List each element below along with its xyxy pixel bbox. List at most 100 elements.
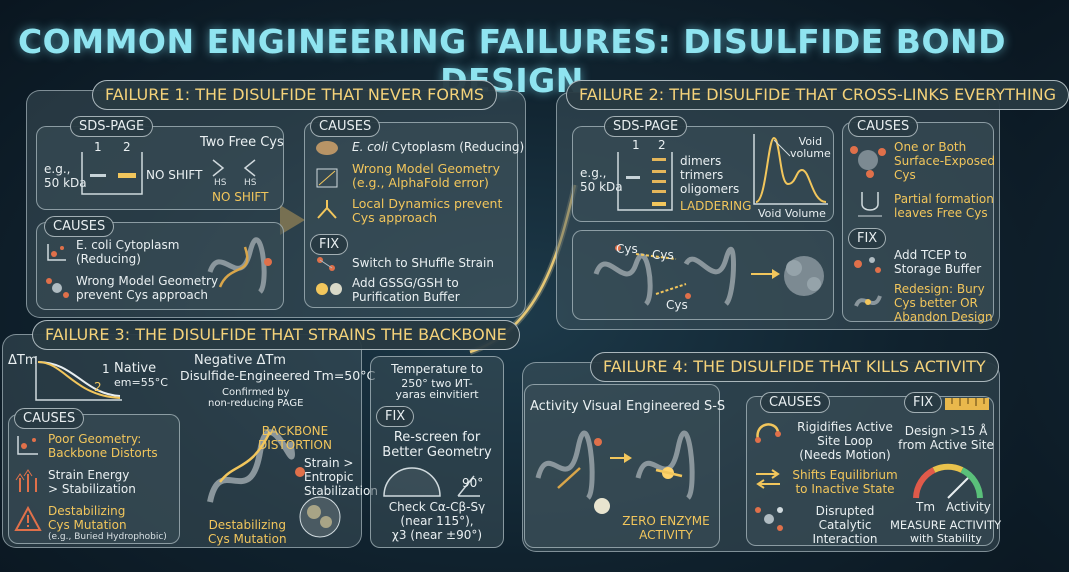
f4-measure: MEASURE ACTIVITY — [890, 518, 1002, 532]
f3-check: Check Cα-Cβ-Sγ (near 115°), χ3 (near ±90… — [388, 500, 486, 542]
f1-fix-tag: FIX — [310, 234, 349, 255]
warning-icon — [14, 505, 42, 531]
f2-cys-1: Cys — [616, 242, 638, 256]
f3-negative: Negative ΔTm — [194, 353, 286, 368]
f3-confirmed: Confirmed by non-reducing PAGE — [208, 387, 304, 409]
f4-measure-sub: with Stability — [910, 532, 982, 545]
page-title: COMMON ENGINEERING FAILURES: DISULFIDE B… — [17, 22, 1007, 100]
f4-fix: Design >15 Å from Active Site — [898, 424, 994, 452]
f1-hs-2: HS — [244, 178, 257, 188]
equilibrium-icon — [756, 469, 780, 489]
f3-destab: Destabilizing Cys Mutation — [208, 518, 287, 546]
f1-two-free-cys: Two Free Cys — [200, 135, 284, 150]
f1-inner-cause-1: E. coli Cytoplasm (Reducing) — [76, 238, 180, 266]
f3-cause-2: Strain Energy > Stabilization — [48, 468, 136, 496]
dynamics-icon — [317, 200, 337, 219]
f1-hs-1: HS — [214, 178, 227, 188]
f1-inner-cause-2: Wrong Model Geometry prevent Cys approac… — [76, 274, 219, 302]
failure-4-title: FAILURE 4: THE DISULFIDE THAT KILLS ACTI… — [590, 352, 999, 382]
f1-fix-2: Add GSSG/GSH to Purification Buffer — [352, 276, 460, 304]
gauge-icon — [913, 463, 983, 499]
f1-cause-3: Local Dynamics prevent Cys approach — [352, 196, 503, 225]
f1-lane-2: 2 — [123, 140, 131, 154]
failure-3-title: FAILURE 3: THE DISULFIDE THAT STRAINS TH… — [32, 320, 520, 350]
crosslinked-proteins-icon — [593, 245, 824, 306]
f3-cause-note: (e.g., Buried Hydrophobic) — [48, 532, 167, 542]
cell-icon — [316, 141, 338, 155]
strained-protein-icon — [207, 429, 341, 538]
f2-void-top: Void volume — [790, 135, 831, 160]
failure-2-title: FAILURE 2: THE DISULFIDE THAT CROSS-LINK… — [566, 80, 1069, 110]
f2-void-bottom: Void Volume — [758, 207, 826, 220]
f1-causes-tag: CAUSES — [310, 116, 381, 137]
f3-cause-1: Poor Geometry: Backbone Distorts — [48, 432, 158, 460]
f3-engineered: Disulfide-Engineered Tm=50°C — [180, 368, 376, 383]
molecule-icon — [46, 278, 69, 298]
f2-marker: e.g., 50 kDa — [580, 166, 623, 194]
f3-fix-card — [370, 356, 504, 548]
catalytic-icon — [755, 507, 783, 531]
poor-geometry-icon — [17, 436, 38, 455]
f2-band-dimers: dimers — [680, 154, 722, 168]
f1-no-shift-2: NO SHIFT — [212, 190, 269, 204]
f2-sds-label: SDS-PAGE — [604, 116, 688, 137]
f2-cys-3: Cys — [666, 298, 688, 312]
f4-causes-tag: CAUSES — [760, 392, 831, 413]
cytoplasm-icon — [47, 244, 66, 261]
f4-activity-visual: Activity Visual — [530, 399, 622, 414]
f4-gauge-act: Activity — [946, 500, 991, 514]
geometry-icon — [316, 168, 338, 188]
f4-causes-fix-card — [746, 396, 994, 546]
f3-causes-tag: CAUSES — [14, 408, 85, 429]
f3-strain: Strain > Entropic Stabilization — [304, 456, 378, 498]
f2-cys-2: Cys — [652, 248, 674, 262]
f2-band-oligomers: oligomers — [680, 182, 740, 196]
f2-causes-tag: CAUSES — [848, 116, 919, 137]
f2-cause-1: One or Both Surface-Exposed Cys — [894, 140, 995, 182]
f3-distortion: BACKBONE DISTORTION — [258, 424, 332, 452]
shuffle-strain-icon — [317, 257, 335, 271]
f3-fix-tag: FIX — [376, 406, 415, 427]
buffer-icon — [316, 283, 342, 295]
f1-cause-1: E. coli Cytoplasm (Reducing) — [352, 140, 525, 154]
f4-zero: ZERO ENZYME ACTIVITY — [622, 514, 710, 542]
f2-gel — [617, 152, 673, 211]
f4-cause-2: Shifts Equilibrium to Inactive State — [792, 468, 898, 496]
surface-cys-icon — [850, 146, 886, 178]
f3-mutant-num: 2 — [94, 380, 102, 394]
f3-native-num: 1 — [102, 362, 110, 376]
partial-formation-icon — [858, 192, 882, 217]
f1-gel — [81, 152, 143, 195]
f2-cause-2: Partial formation leaves Free Cys — [894, 192, 994, 220]
f3-fix: Re-screen for Better Geometry — [382, 430, 492, 460]
tcep-icon — [854, 257, 881, 273]
f2-fix-1: Add TCEP to Storage Buffer — [894, 248, 982, 276]
active-loop-icon — [755, 423, 781, 443]
f3-angle: 90° — [462, 476, 484, 490]
f4-gauge-tm: Tm — [916, 500, 936, 514]
f1-causes-fix-card — [304, 122, 518, 308]
f4-fix-tag: FIX — [904, 392, 943, 413]
free-cys-icon — [212, 159, 256, 177]
f1-marker: e.g., 50 kDa — [44, 162, 87, 190]
f1-sds-card — [36, 126, 284, 210]
f1-sds-label: SDS-PAGE — [70, 116, 154, 137]
f1-cause-2: Wrong Model Geometry (e.g., AlphaFold er… — [352, 161, 500, 190]
f3-cause-3: Destabilizing Cys Mutation — [48, 504, 127, 532]
f1-causes-tag-inner: CAUSES — [44, 216, 115, 237]
f3-native: Native — [114, 361, 157, 376]
f3-temp-title: Temperature to — [391, 362, 483, 376]
enzyme-structures-icon — [535, 430, 695, 514]
void-volume-chart — [753, 134, 828, 205]
protein-structure-icon — [207, 237, 272, 294]
f4-cause-1: Rigidifies Active Site Loop (Needs Motio… — [797, 420, 893, 462]
f3-temp-sub: 250° two ИT- yaras einvitiert — [395, 377, 479, 401]
f2-band-trimers: trimers — [680, 168, 724, 182]
f2-fix-tag: FIX — [848, 228, 887, 249]
f2-sds-card — [572, 126, 834, 222]
redesign-icon — [854, 295, 882, 307]
f1-lane-1: 1 — [94, 140, 102, 154]
f2-laddering: LADDERING — [680, 199, 752, 213]
f1-no-shift: NO SHIFT — [146, 168, 203, 182]
f4-engineered-ss: Engineered S-S — [626, 399, 726, 414]
